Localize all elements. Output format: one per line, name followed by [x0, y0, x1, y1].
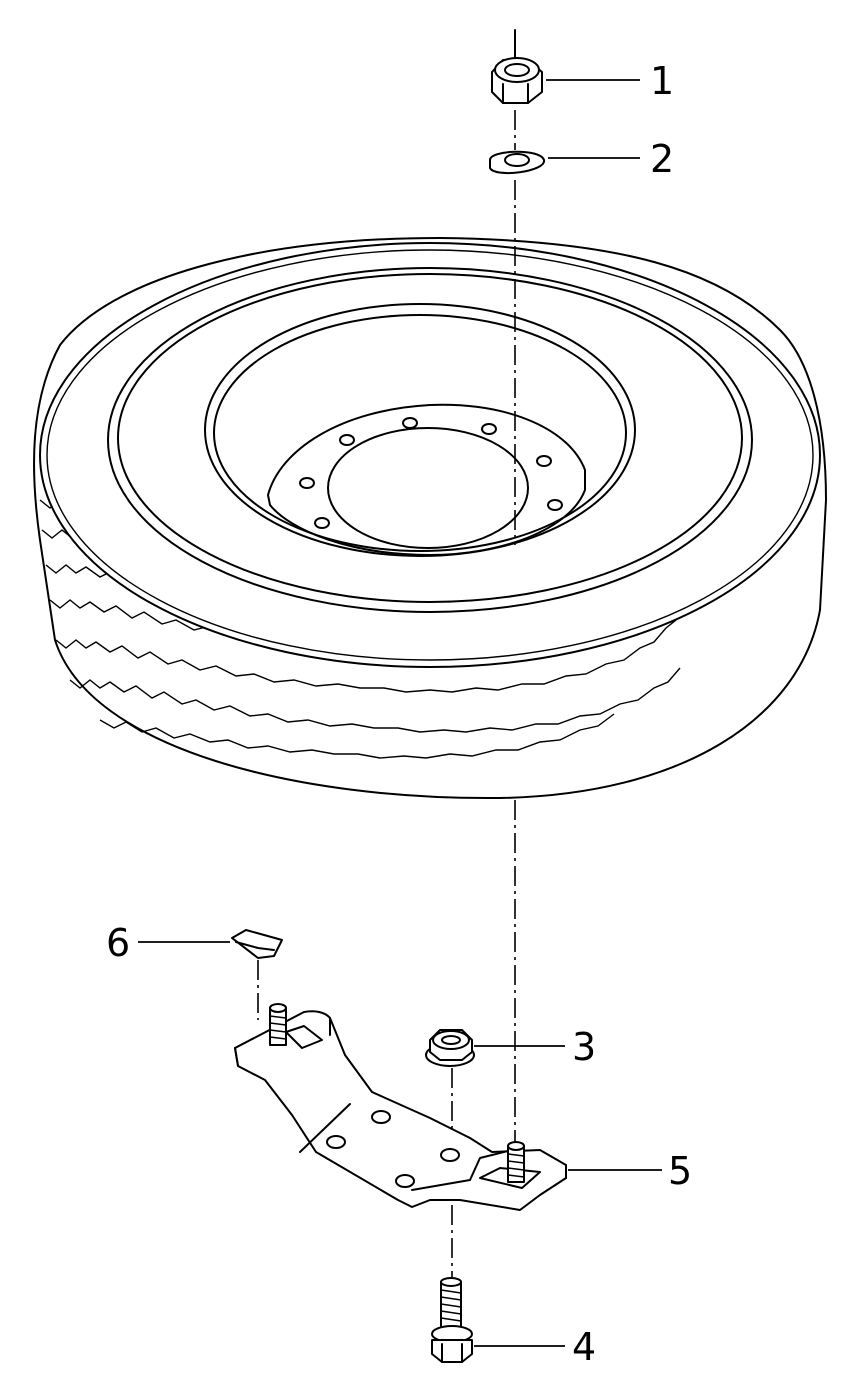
- spare-wheel: [33, 237, 827, 800]
- callout-5: 5: [668, 1149, 692, 1193]
- leader-lines: [138, 79, 662, 1347]
- bracket-part-5: [234, 1003, 567, 1211]
- flange-nut-part-3: [425, 1029, 475, 1067]
- washer-part-2: [489, 150, 545, 175]
- callout-labels: 1 2 3 4 5 6: [106, 59, 692, 1369]
- callout-2: 2: [650, 137, 674, 181]
- callout-1: 1: [650, 59, 674, 103]
- stud-right: [507, 1141, 525, 1183]
- pad-part-6: [231, 929, 283, 959]
- stud-left: [269, 1003, 287, 1046]
- callout-4: 4: [572, 1325, 596, 1369]
- callout-3: 3: [572, 1025, 596, 1069]
- bolt-part-4: [431, 1277, 473, 1363]
- lock-nut-part-1: [491, 29, 543, 104]
- callout-6: 6: [106, 921, 130, 965]
